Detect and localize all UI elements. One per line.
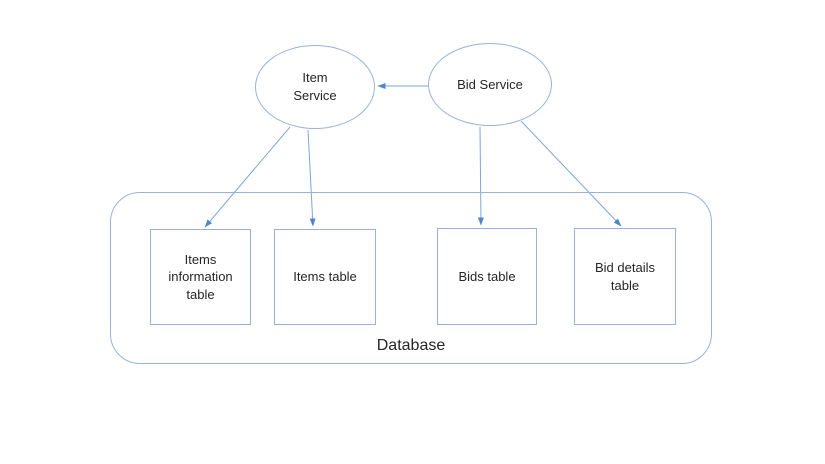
- node-items-table: Items table: [274, 229, 376, 325]
- bid-details-table-label: Bid details table: [595, 259, 655, 293]
- database-label: Database: [376, 337, 446, 354]
- bid-service-label: Bid Service: [457, 76, 523, 92]
- items-table-label: Items table: [293, 269, 357, 285]
- items-information-table-label: Items information table: [168, 251, 233, 302]
- node-bid-details-table: Bid details table: [574, 228, 676, 325]
- item-service-label: Item Service: [293, 70, 337, 103]
- database-container: Database: [110, 192, 712, 364]
- node-items-information-table: Items information table: [150, 229, 251, 325]
- node-item-service: Item Service: [255, 45, 375, 129]
- node-bids-table: Bids table: [437, 228, 537, 325]
- node-bid-service: Bid Service: [428, 43, 552, 126]
- bids-table-label: Bids table: [458, 268, 516, 284]
